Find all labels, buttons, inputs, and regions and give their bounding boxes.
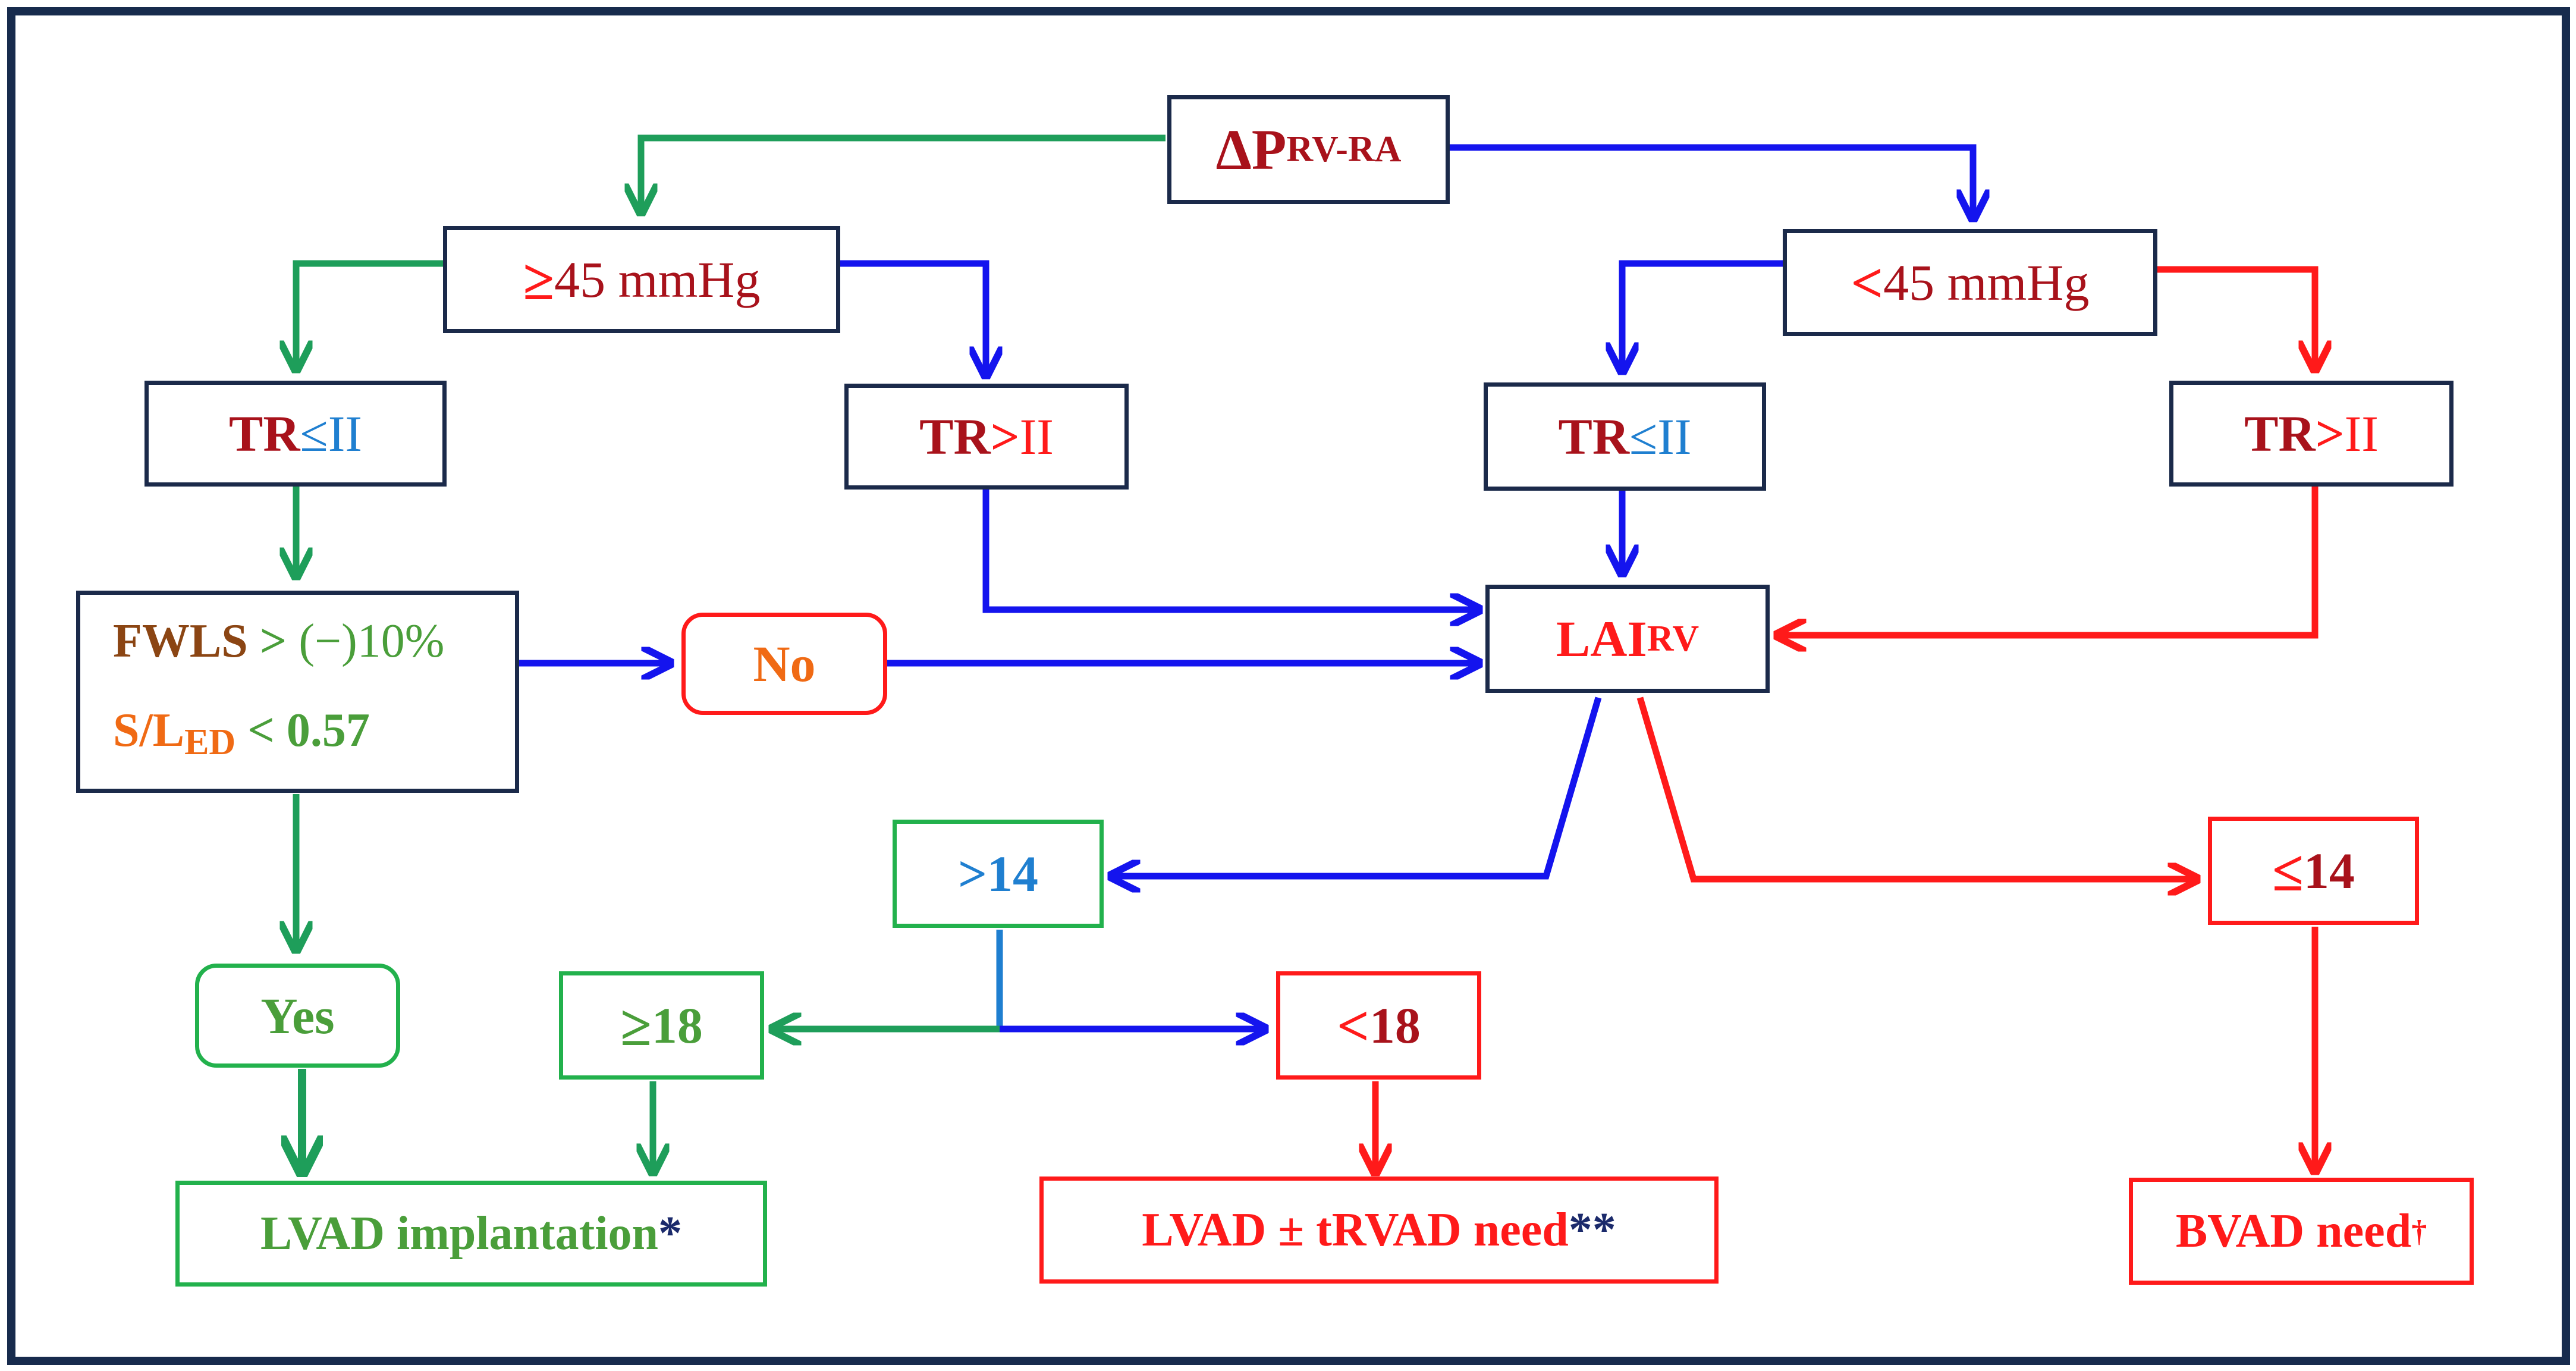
- lvad-implantation-label: LVAD implantation: [260, 1207, 659, 1260]
- arrow-tr-gt-left-to-lai: [982, 489, 1479, 610]
- ge-symbol: ≥: [620, 993, 652, 1058]
- lt45-text: 45 mmHg: [1883, 254, 2090, 311]
- arrow-ge45-to-tr-le-left: [296, 260, 443, 370]
- no-box: No: [681, 613, 887, 715]
- le-symbol: ≤: [2272, 839, 2304, 903]
- tr-grade: II: [1657, 408, 1692, 465]
- tr-le-left-box: TR ≤ II: [144, 381, 447, 487]
- arrow-dp-to-lt45: [1450, 144, 1973, 219]
- sl-label: S/L: [113, 704, 185, 757]
- ge45-box: ≥ 45 mmHg: [443, 226, 840, 333]
- dp-label: ΔP: [1215, 118, 1287, 181]
- tr-label: TR: [919, 408, 991, 465]
- arrow-tr-gt-right-to-lai: [1777, 487, 2319, 635]
- arrow-lai-to-gt14: [1111, 697, 1602, 876]
- ge-symbol: ≥: [523, 247, 555, 312]
- no-label: No: [753, 635, 816, 692]
- lt18-box: < 18: [1276, 971, 1481, 1080]
- lt-symbol: <: [235, 704, 275, 757]
- lvad-trvad-need-box: LVAD ± tRVAD need**: [1039, 1177, 1719, 1284]
- lai-label: LAI: [1556, 610, 1647, 667]
- footnote-mark: **: [1568, 1203, 1616, 1256]
- le-symbol: ≤: [1629, 408, 1658, 465]
- lt45-box: < 45 mmHg: [1783, 229, 2157, 336]
- ge18-value: 18: [651, 997, 703, 1054]
- tr-grade: II: [328, 405, 362, 462]
- ge45-text: 45 mmHg: [554, 251, 761, 308]
- gt14-box: >14: [893, 820, 1104, 928]
- yes-label: Yes: [260, 987, 335, 1044]
- ge18-box: ≥ 18: [559, 971, 764, 1080]
- lvad-implantation-box: LVAD implantation*: [175, 1181, 767, 1287]
- fwls-threshold: (−)10%: [287, 615, 445, 667]
- sl-subscript: ED: [184, 722, 236, 763]
- fwls-criterion: FWLS > (−)10%: [113, 597, 444, 686]
- tr-grade: II: [2344, 405, 2379, 462]
- lt-symbol: <: [1337, 993, 1369, 1058]
- lvad-trvad-need-label: LVAD ± tRVAD need: [1142, 1203, 1569, 1256]
- le14-box: ≤ 14: [2208, 817, 2419, 925]
- arrow-ge45-to-tr-gt-left: [840, 260, 986, 376]
- gt-symbol: >: [990, 408, 1020, 465]
- sl-threshold: 0.57: [274, 704, 370, 757]
- le14-value: 14: [2303, 842, 2355, 899]
- bvad-need-label: BVAD need: [2175, 1204, 2412, 1257]
- footnote-mark: *: [658, 1207, 683, 1260]
- dp-subscript: RV-RA: [1286, 129, 1402, 170]
- tr-gt-right-box: TR > II: [2169, 381, 2454, 487]
- sl-criterion: S/LED < 0.57: [113, 686, 370, 787]
- lt18-value: 18: [1369, 997, 1421, 1054]
- tr-label: TR: [1558, 408, 1629, 465]
- tr-gt-left-box: TR > II: [844, 384, 1129, 490]
- gt-symbol: >: [259, 615, 287, 667]
- fwls-sl-box: FWLS > (−)10% S/LED < 0.57: [76, 591, 519, 793]
- fwls-label: FWLS: [113, 615, 260, 667]
- arrow-lai-to-le14: [1636, 697, 2197, 879]
- tr-le-right-box: TR ≤ II: [1484, 382, 1766, 491]
- tr-grade: II: [1019, 408, 1054, 465]
- lai-subscript: RV: [1647, 618, 1699, 659]
- gt14-label: >14: [957, 845, 1038, 902]
- bvad-need-box: BVAD need†: [2129, 1178, 2474, 1285]
- arrow-lt45-to-tr-le-right: [1622, 260, 1783, 372]
- yes-box: Yes: [195, 964, 400, 1068]
- arrow-dp-to-ge45: [641, 134, 1166, 213]
- lt-symbol: <: [1851, 250, 1884, 315]
- gt-symbol: >: [2315, 405, 2345, 462]
- arrow-lt45-to-tr-gt-right: [2157, 266, 2315, 370]
- le-symbol: ≤: [300, 405, 328, 462]
- footnote-mark: †: [2411, 1214, 2427, 1248]
- tr-label: TR: [229, 405, 300, 462]
- tr-label: TR: [2244, 405, 2316, 462]
